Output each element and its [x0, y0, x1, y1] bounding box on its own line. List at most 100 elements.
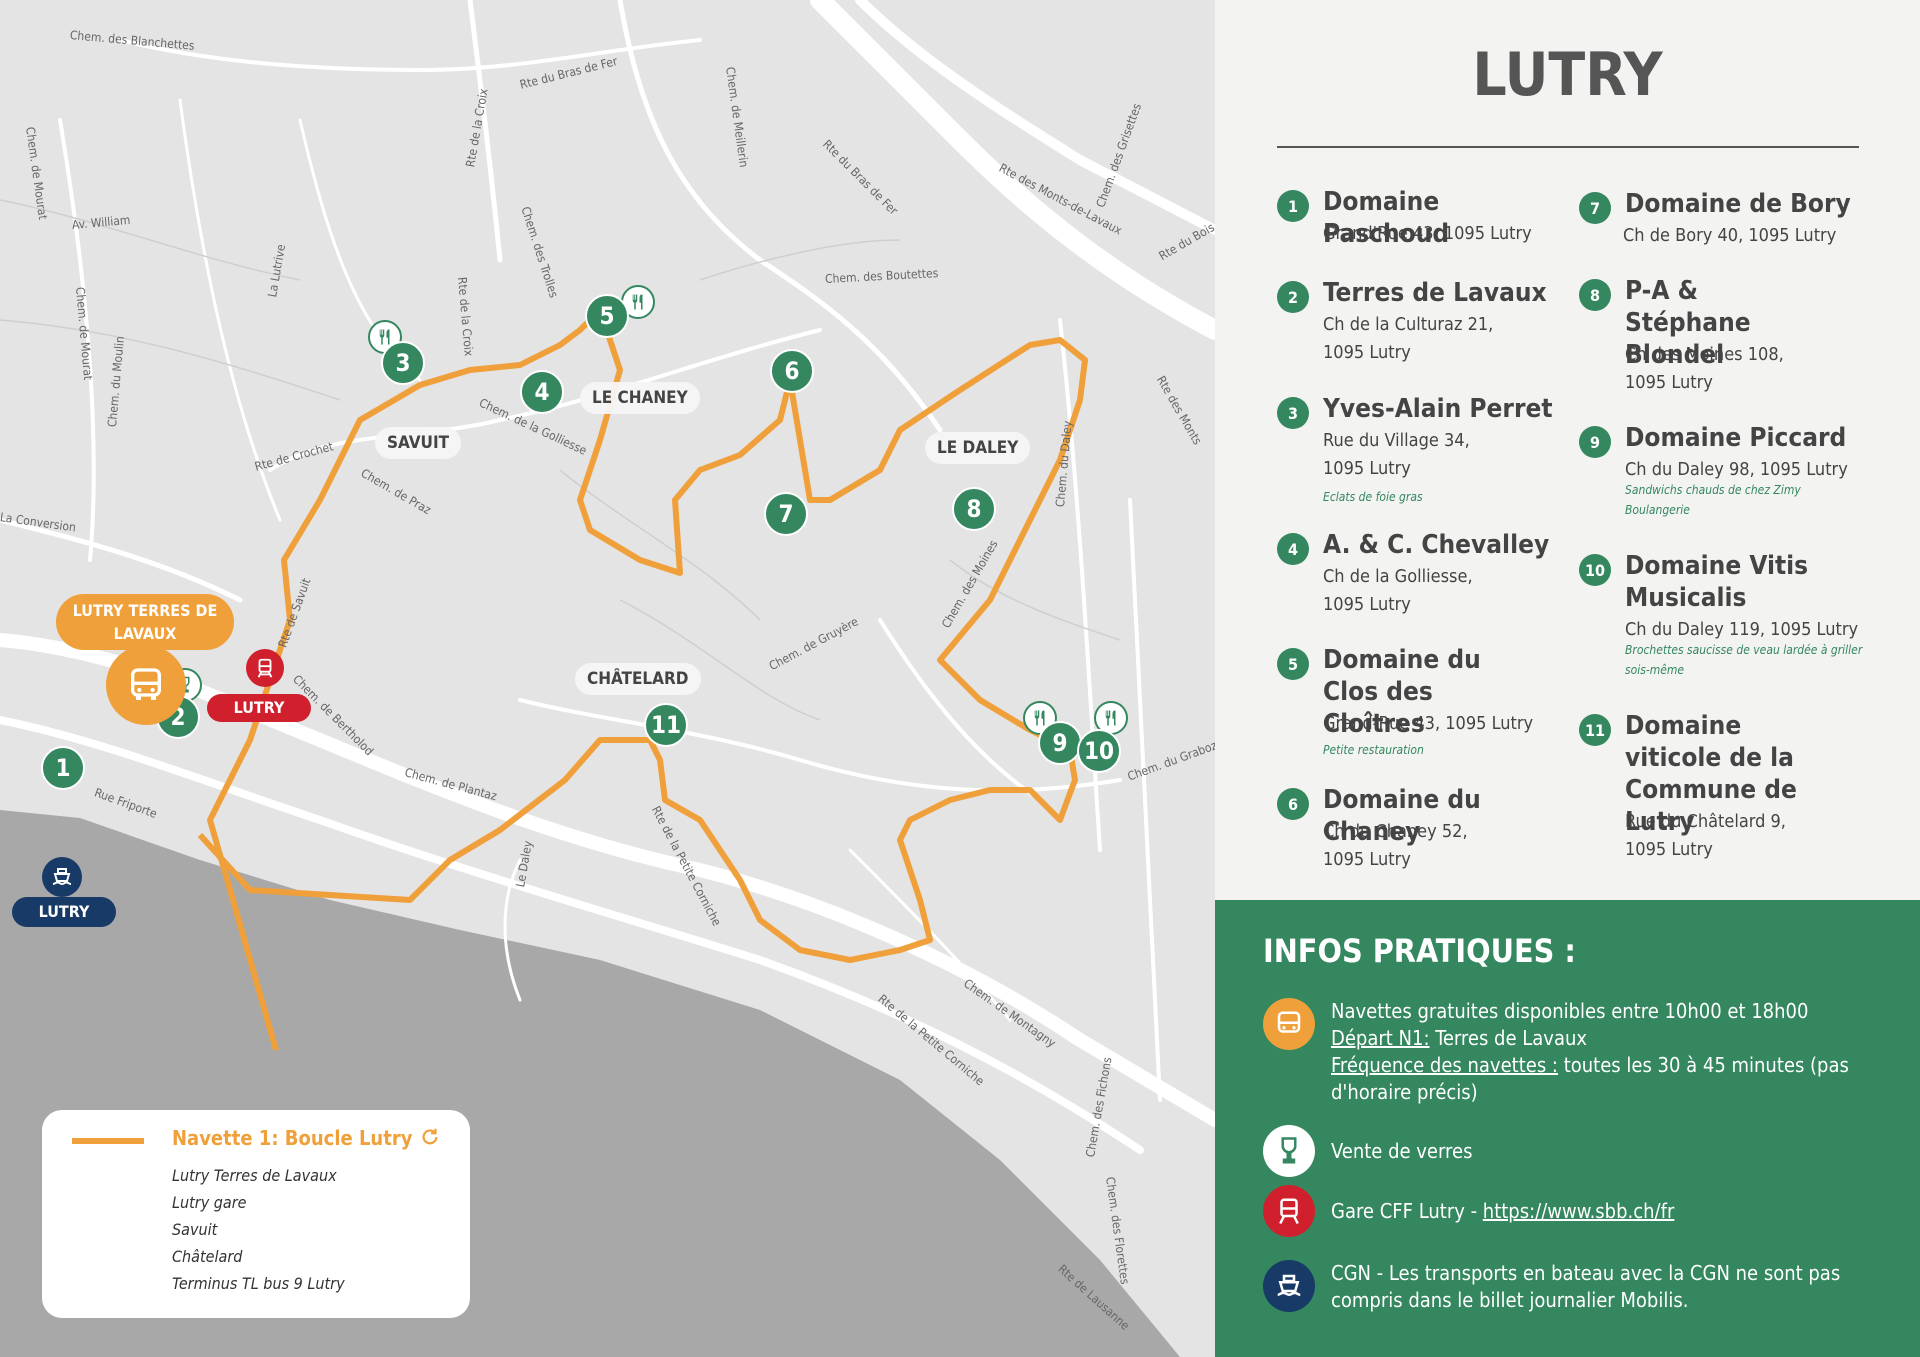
map-pin-8[interactable]: 8: [952, 487, 996, 531]
title-divider: [1277, 146, 1859, 148]
frequence-value: toutes les 30 à 45 minutes (pas d'horair…: [1331, 1053, 1849, 1104]
info-verres: Vente de verres: [1263, 1125, 1883, 1177]
domaine-note: Brochettes saucisse de veau lardée à gri…: [1625, 643, 1863, 677]
domaine-name: Domaine viticole de la Commune de Lutry: [1625, 711, 1797, 837]
domaine-entry-11[interactable]: 11 Domaine viticole de la Commune de Lut…: [1579, 710, 1869, 870]
domaine-address: Grand-Rue 43, 1095 Lutry: [1323, 713, 1534, 734]
map-pin-5[interactable]: 5: [585, 294, 629, 338]
domaine-number: 1: [1277, 190, 1309, 222]
domaine-entry-9[interactable]: 9 Domaine Piccard Ch du Daley 98, 1095 L…: [1579, 422, 1869, 522]
depart-label: Départ N1:: [1331, 1026, 1430, 1050]
domaine-name: A. & C. Chevalley: [1323, 530, 1550, 560]
train-icon: [1263, 1185, 1315, 1237]
train-station-label: LUTRY: [207, 694, 311, 722]
boat-station-label: LUTRY: [12, 897, 116, 927]
frequence-label: Fréquence des navettes :: [1331, 1053, 1558, 1077]
domaine-address: Ch de la Culturaz 21, 1095 Lutry: [1323, 314, 1494, 363]
domaine-name: Domaine de Bory: [1625, 189, 1851, 219]
domaine-name: Domaine Vitis Musicalis: [1625, 551, 1809, 613]
domaine-address: Ch du Daley 98, 1095 Lutry: [1625, 459, 1848, 480]
domaine-number: 3: [1277, 397, 1309, 429]
domaine-entry-1[interactable]: 1 Domaine Paschoud Grand'Rue 43, 1095 Lu…: [1277, 186, 1567, 249]
info-verres-text: Vente de verres: [1331, 1139, 1473, 1163]
area-label-chatelard: CHÂTELARD: [575, 663, 701, 695]
domaine-entry-7[interactable]: 7 Domaine de Bory Ch de Bory 40, 1095 Lu…: [1579, 188, 1869, 248]
domaine-address: Rue du Village 34, 1095 Lutry: [1323, 430, 1470, 479]
domaine-name: Domaine Paschoud: [1323, 187, 1450, 249]
map-pin-6[interactable]: 6: [770, 349, 814, 393]
map-pin-1[interactable]: 1: [41, 746, 85, 790]
map-pin-4[interactable]: 4: [520, 370, 564, 414]
map[interactable]: Chem. des Blanchettes Rte du Bras de Fer…: [0, 0, 1215, 1357]
wine-glass-icon: [1263, 1125, 1315, 1177]
legend-stop: Terminus TL bus 9 Lutry: [172, 1274, 345, 1293]
domaine-name: Domaine du Chaney: [1323, 785, 1481, 847]
domaine-address: Ch du Chaney 52, 1095 Lutry: [1323, 821, 1468, 870]
domaine-entry-4[interactable]: 4 A. & C. Chevalley Ch de la Golliesse, …: [1277, 529, 1567, 619]
info-cgn: CGN - Les transports en bateau avec la C…: [1263, 1260, 1883, 1330]
legend-title: Navette 1: Boucle Lutry: [172, 1126, 441, 1153]
boat-icon: [1263, 1260, 1315, 1312]
domaine-note: Sandwichs chauds de chez Zimy Boulangeri…: [1625, 483, 1801, 517]
map-pin-3[interactable]: 3: [381, 341, 425, 385]
legend-stop: Savuit: [172, 1220, 218, 1239]
info-gare: Gare CFF Lutry - https://www.sbb.ch/fr: [1263, 1185, 1883, 1237]
gare-text: Gare CFF Lutry -: [1331, 1199, 1483, 1223]
info-navettes-text: Navettes gratuites disponibles entre 10h…: [1331, 998, 1891, 1106]
area-label-savuit: SAVUIT: [375, 427, 462, 459]
legend-stop: Lutry Terres de Lavaux: [172, 1166, 337, 1185]
domaine-name: Domaine Piccard: [1625, 423, 1847, 453]
domaine-name: Yves-Alain Perret: [1323, 394, 1553, 424]
legend-stop: Châtelard: [172, 1247, 243, 1266]
map-pin-11[interactable]: 11: [644, 703, 688, 747]
domaine-address: Ch de la Golliesse, 1095 Lutry: [1323, 566, 1473, 615]
domaine-number: 4: [1277, 533, 1309, 565]
bus-stop-label: LUTRY TERRES DE LAVAUX: [56, 594, 234, 650]
domaine-number: 6: [1277, 788, 1309, 820]
domaine-address: Ch des Moines 108, 1095 Lutry: [1625, 344, 1784, 393]
domaine-entry-3[interactable]: 3 Yves-Alain Perret Rue du Village 34, 1…: [1277, 393, 1567, 504]
navettes-hours: Navettes gratuites disponibles entre 10h…: [1331, 999, 1809, 1023]
domaine-entry-10[interactable]: 10 Domaine Vitis Musicalis Ch du Daley 1…: [1579, 550, 1869, 680]
map-pin-7[interactable]: 7: [764, 492, 808, 536]
infos-title: INFOS PRATIQUES :: [1263, 932, 1576, 970]
page-title: LUTRY: [1472, 40, 1663, 110]
domaine-number: 8: [1579, 279, 1611, 311]
info-navettes: Navettes gratuites disponibles entre 10h…: [1263, 998, 1883, 1108]
domaine-entry-6[interactable]: 6 Domaine du Chaney Ch du Chaney 52, 109…: [1277, 784, 1567, 874]
domaine-address: Grand'Rue 43, 1095 Lutry: [1323, 223, 1532, 244]
legend-stops: Lutry Terres de Lavaux Lutry gare Savuit…: [172, 1162, 345, 1297]
domaine-number: 2: [1277, 281, 1309, 313]
bus-icon[interactable]: [106, 645, 186, 725]
domaine-entry-5[interactable]: 5 Domaine du Clos des Cloîtres Grand-Rue…: [1277, 644, 1567, 757]
domaine-name: P-A & Stéphane Blondel: [1625, 276, 1751, 370]
domaine-note: Eclats de foie gras: [1323, 490, 1423, 504]
boat-icon[interactable]: [42, 857, 82, 897]
depart-value: Terres de Lavaux: [1429, 1026, 1588, 1050]
domaine-number: 10: [1579, 554, 1611, 586]
area-label-le-chaney: LE CHANEY: [580, 382, 700, 414]
domaine-number: 11: [1579, 714, 1611, 746]
domaine-address: Ch du Daley 119, 1095 Lutry: [1625, 619, 1859, 640]
domaine-address: Rue du Châtelard 9, 1095 Lutry: [1625, 811, 1786, 860]
domaine-note: Petite restauration: [1323, 743, 1424, 757]
info-gare-text: Gare CFF Lutry - https://www.sbb.ch/fr: [1331, 1198, 1891, 1225]
domaine-address: Ch de Bory 40, 1095 Lutry: [1623, 225, 1837, 246]
domaine-name: Terres de Lavaux: [1323, 278, 1547, 308]
domaine-number: 7: [1579, 192, 1611, 224]
domaine-entry-2[interactable]: 2 Terres de Lavaux Ch de la Culturaz 21,…: [1277, 277, 1567, 367]
domaine-name: Domaine du Clos des Cloîtres: [1323, 645, 1481, 739]
domaine-number: 9: [1579, 426, 1611, 458]
domaine-entry-8[interactable]: 8 P-A & Stéphane Blondel Ch des Moines 1…: [1579, 275, 1869, 395]
bus-icon: [1263, 998, 1315, 1050]
domaines-panel: LUTRY 1 Domaine Paschoud Grand'Rue 43, 1…: [1215, 0, 1920, 900]
sbb-link[interactable]: https://www.sbb.ch/fr: [1482, 1199, 1675, 1223]
route-swatch: [72, 1138, 144, 1144]
area-label-le-daley: LE DALEY: [925, 432, 1031, 464]
map-legend: Navette 1: Boucle Lutry Lutry Terres de …: [42, 1110, 470, 1318]
info-cgn-text: CGN - Les transports en bateau avec la C…: [1331, 1261, 1841, 1312]
map-pin-9[interactable]: 9: [1038, 721, 1082, 765]
map-pin-10[interactable]: 10: [1077, 729, 1121, 773]
train-icon[interactable]: [246, 649, 284, 687]
infos-pratiques: INFOS PRATIQUES : Navettes gratuites dis…: [1215, 900, 1920, 1357]
